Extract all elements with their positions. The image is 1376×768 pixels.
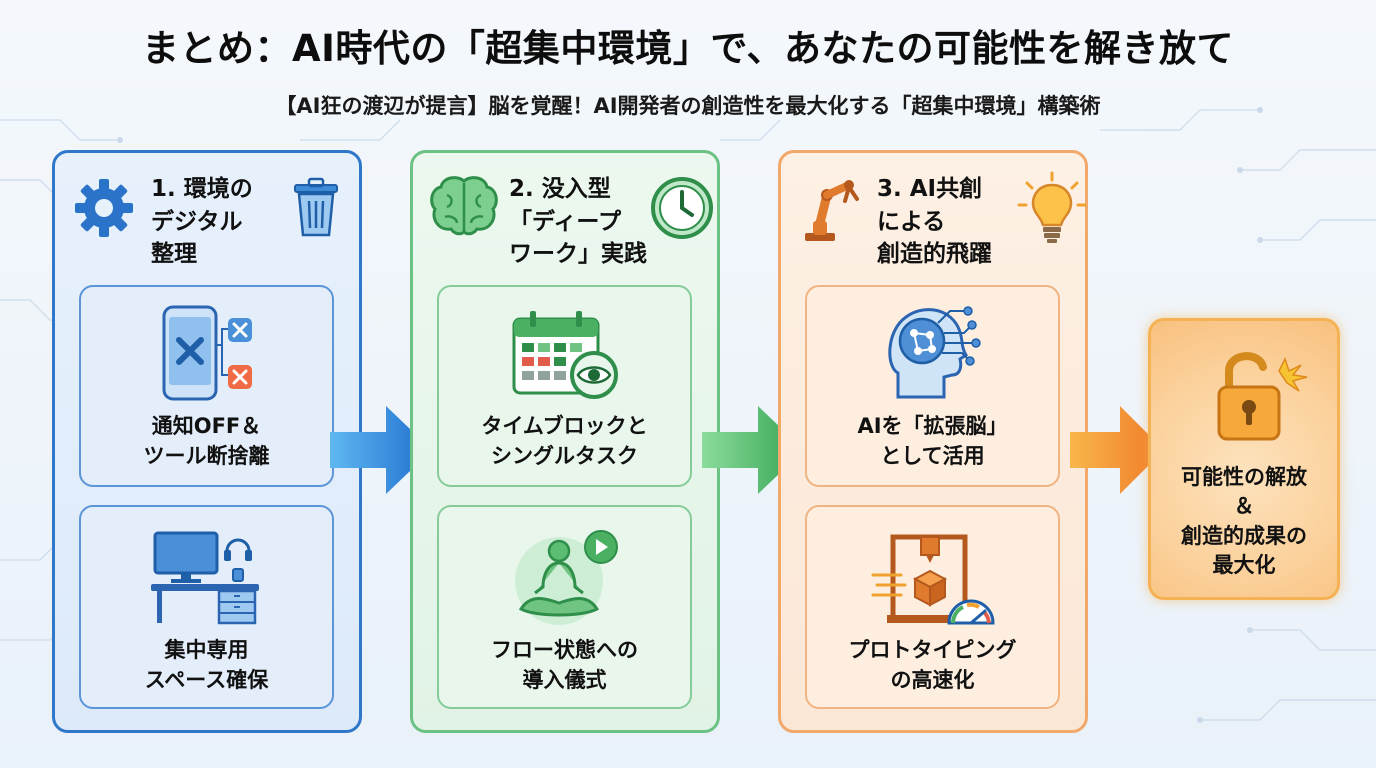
trash-icon — [294, 177, 338, 237]
column-title-line: 整理 — [151, 241, 197, 268]
column-title-line: デジタル — [151, 208, 243, 235]
card-label-line: の高速化 — [890, 668, 975, 693]
column-title-line: 3. AI共創 — [877, 176, 983, 202]
card-extended-brain: AIを「拡張脳」 として活用 — [805, 285, 1060, 487]
card-label-line: 導入儀式 — [522, 668, 607, 693]
card-label-line: ツール断捨離 — [143, 444, 270, 469]
card-flow-ritual: フロー状態への 導入儀式 — [437, 505, 692, 709]
robot-arm-icon — [805, 180, 859, 241]
card-label-line: フロー状態への — [491, 638, 638, 662]
column-title-line: 創造的飛躍 — [877, 241, 992, 268]
page-title: まとめ：AI時代の「超集中環境」で、あなたの可能性を解き放て — [142, 27, 1234, 70]
card-label-line: として活用 — [880, 444, 985, 469]
desk-workspace-icon — [150, 531, 259, 625]
column-title-line: 「ディープ — [509, 208, 622, 235]
result-line: 最大化 — [1212, 553, 1276, 578]
flow-arrow-icon — [330, 406, 432, 494]
card-label-line: シングルタスク — [491, 444, 638, 469]
card-label-line: プロトタイピング — [848, 638, 1017, 662]
page-subtitle: 【AI狂の渡辺が提言】脳を覚醒！AI開発者の創造性を最大化する「超集中環境」構築… — [275, 94, 1101, 118]
column-ai-cocreation: 3. AI共創 による 創造的飛躍 AIを「 — [778, 150, 1088, 733]
meditation-icon — [514, 530, 618, 625]
column-digital-cleanup: 1. 環境の デジタル 整理 通知OFF＆ ツール断捨離 — [52, 150, 362, 733]
card-label-line: AIを「拡張脳」 — [857, 414, 1008, 438]
brain-icon — [430, 176, 498, 236]
card-time-block: タイムブロックと シングルタスク — [437, 285, 692, 487]
column-title-line: 1. 環境の — [151, 176, 253, 202]
ai-head-icon — [887, 306, 981, 399]
3d-printer-speed-icon — [871, 534, 995, 625]
unlocked-padlock-icon — [1217, 352, 1308, 441]
gear-icon — [75, 179, 133, 237]
column-title-line: 2. 没入型 — [509, 176, 611, 202]
card-notifications-off: 通知OFF＆ ツール断捨離 — [79, 285, 334, 487]
card-label-line: スペース確保 — [144, 668, 269, 693]
card-label-line: タイムブロックと — [481, 414, 648, 438]
lightbulb-icon — [1017, 171, 1087, 243]
clock-icon — [651, 177, 713, 239]
phone-notifications-off-icon — [162, 305, 252, 401]
flow-arrow-icon — [1070, 406, 1164, 494]
result-box: 可能性の解放 ＆ 創造的成果の 最大化 — [1148, 318, 1340, 600]
result-line: ＆ — [1233, 494, 1255, 519]
calendar-eye-icon — [512, 311, 618, 399]
column-title-line: ワーク」実践 — [509, 241, 647, 268]
column-deep-work: 2. 没入型 「ディープ ワーク」実践 タイムブロックと シングルタスク — [410, 150, 720, 733]
result-line: 創造的成果の — [1181, 523, 1307, 548]
card-rapid-prototyping: プロトタイピング の高速化 — [805, 505, 1060, 709]
card-focus-space: 集中専用 スペース確保 — [79, 505, 334, 709]
result-line: 可能性の解放 — [1181, 465, 1307, 489]
column-title-line: による — [877, 208, 946, 235]
card-label-line: 通知OFF＆ — [151, 414, 262, 438]
card-label-line: 集中専用 — [164, 638, 249, 662]
